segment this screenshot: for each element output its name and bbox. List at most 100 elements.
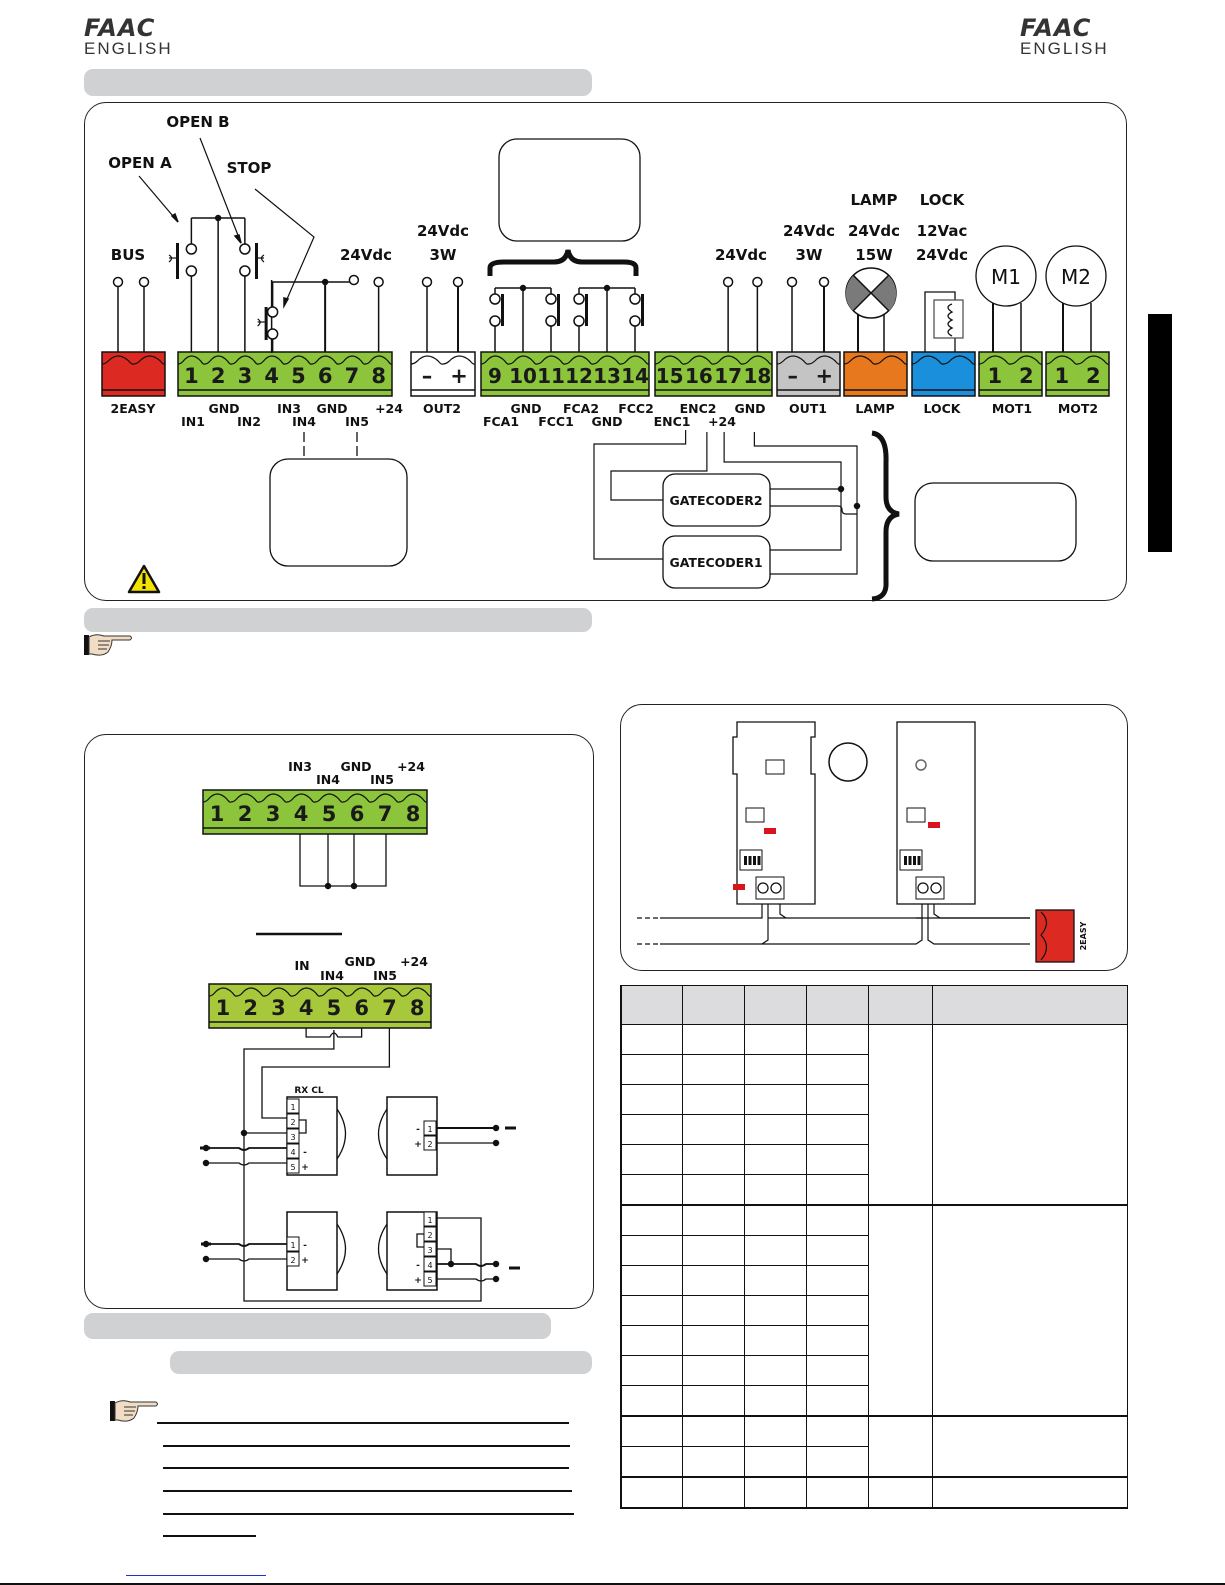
gatecoder-wire [770,488,842,551]
rx-terminal [423,1211,437,1227]
table-row [620,1054,1128,1085]
rx-wire [436,1263,496,1267]
table-cell [744,1054,807,1085]
rx-polarity: + [301,1163,309,1173]
terminal-node [185,243,198,255]
terminal-pin-number: 7 [345,364,360,388]
terminal-node [573,293,585,305]
table-row [620,1235,1128,1266]
terminal-pin-number: 10 [509,364,537,388]
rx-pin-number: 2 [427,1231,432,1240]
arrow-line [254,188,315,307]
lamp-power: 15W [855,246,893,264]
motor-m1-icon: M1 [975,245,1037,352]
table-merged-cell [867,1204,933,1417]
signal-label: FCA1 [483,414,519,429]
table-cell [620,1325,684,1356]
photocell-note-box [269,458,408,567]
transmitter-tx: 1-2+ [377,1096,438,1176]
terminal-node [239,243,251,255]
led-indicator [928,822,940,828]
transmitter-lens [336,1223,347,1275]
table-cell [805,1024,869,1055]
terminal-node [239,265,251,277]
junction-dot [492,1124,500,1132]
terminal-block-lamp [843,351,908,397]
tx-polarity: - [303,1241,307,1251]
terminal-screw-bumps [410,355,476,365]
table-row [620,1446,1128,1478]
limit-switch-contact [501,294,504,326]
rx-pin-number: 5 [290,1163,295,1172]
table-cell [744,1415,807,1447]
table-cell [620,1265,684,1296]
terminal-pin-number: 1 [216,996,231,1020]
terminal-block-body [480,351,650,397]
open-b-label: OPEN B [166,113,229,131]
rx-pin-number: 2 [290,1118,295,1127]
signal-label: +24 [375,401,403,416]
rx-terminal [286,1113,300,1129]
terminal-node [629,293,641,305]
tx-pin-number: 2 [427,1140,432,1149]
terminal-block-body [911,351,976,397]
terminal-pin-number: 5 [327,996,342,1020]
lamp-title: LAMP [850,191,897,209]
table-cell [620,1084,684,1115]
dip-lever [913,856,916,865]
rx-polarity: + [414,1276,422,1286]
gatecoder-wire [610,432,708,501]
terminal-screw-bumps [177,355,393,365]
terminal-pin-number: 6 [354,996,369,1020]
rx-polarity: - [416,1261,420,1271]
terminal-node [757,882,769,894]
table-header-cell [867,985,933,1025]
terminal-node [818,276,830,288]
terminal-pin-number: 14 [621,364,649,388]
language-label: ENGLISH [1020,39,1109,58]
table-row [620,1024,1129,1206]
table-cell [744,1385,807,1417]
text-line-placeholder [163,1513,574,1515]
terminal-screw-bumps [843,355,908,365]
terminal-block-body [978,351,1043,397]
terminal-node [722,276,734,288]
footer-link[interactable] [126,1575,266,1576]
table-cell [620,1174,684,1206]
junction-dot [324,882,332,890]
connector-label: 2EASY [1079,921,1088,950]
terminal-pin-number: 11 [537,364,565,388]
table-cell [805,1265,869,1296]
section-heading-bar [84,1313,551,1339]
terminal-node [770,882,782,894]
signal-label: FCC1 [538,414,574,429]
signal-label: GND [510,401,541,416]
terminal-screw-bumps [776,355,841,365]
terminal-node [629,315,641,327]
table-cell [682,1235,746,1266]
device-outline [732,721,816,905]
rx-polarity: - [303,1148,307,1158]
table-row [620,1355,1128,1386]
stop-contact [264,307,268,340]
limit-switch-contact [557,294,560,326]
motor-circle [975,245,1037,307]
tx-polarity: + [301,1256,309,1266]
rx-wire [436,1278,496,1282]
warning-dot [142,586,146,589]
table-cell [682,1144,746,1175]
text-line-placeholder [163,1467,569,1469]
terminal-block-body [208,983,432,1029]
terminal-node [917,882,929,894]
table-header-cell [805,985,869,1025]
rx-pin-number: 4 [427,1261,432,1270]
table-row [620,1415,1129,1478]
bus-wire [762,904,1030,945]
text-line-placeholder [163,1445,570,1447]
dip-lever [917,856,921,865]
bus-2easy-connector: 2EASY [1035,909,1088,963]
